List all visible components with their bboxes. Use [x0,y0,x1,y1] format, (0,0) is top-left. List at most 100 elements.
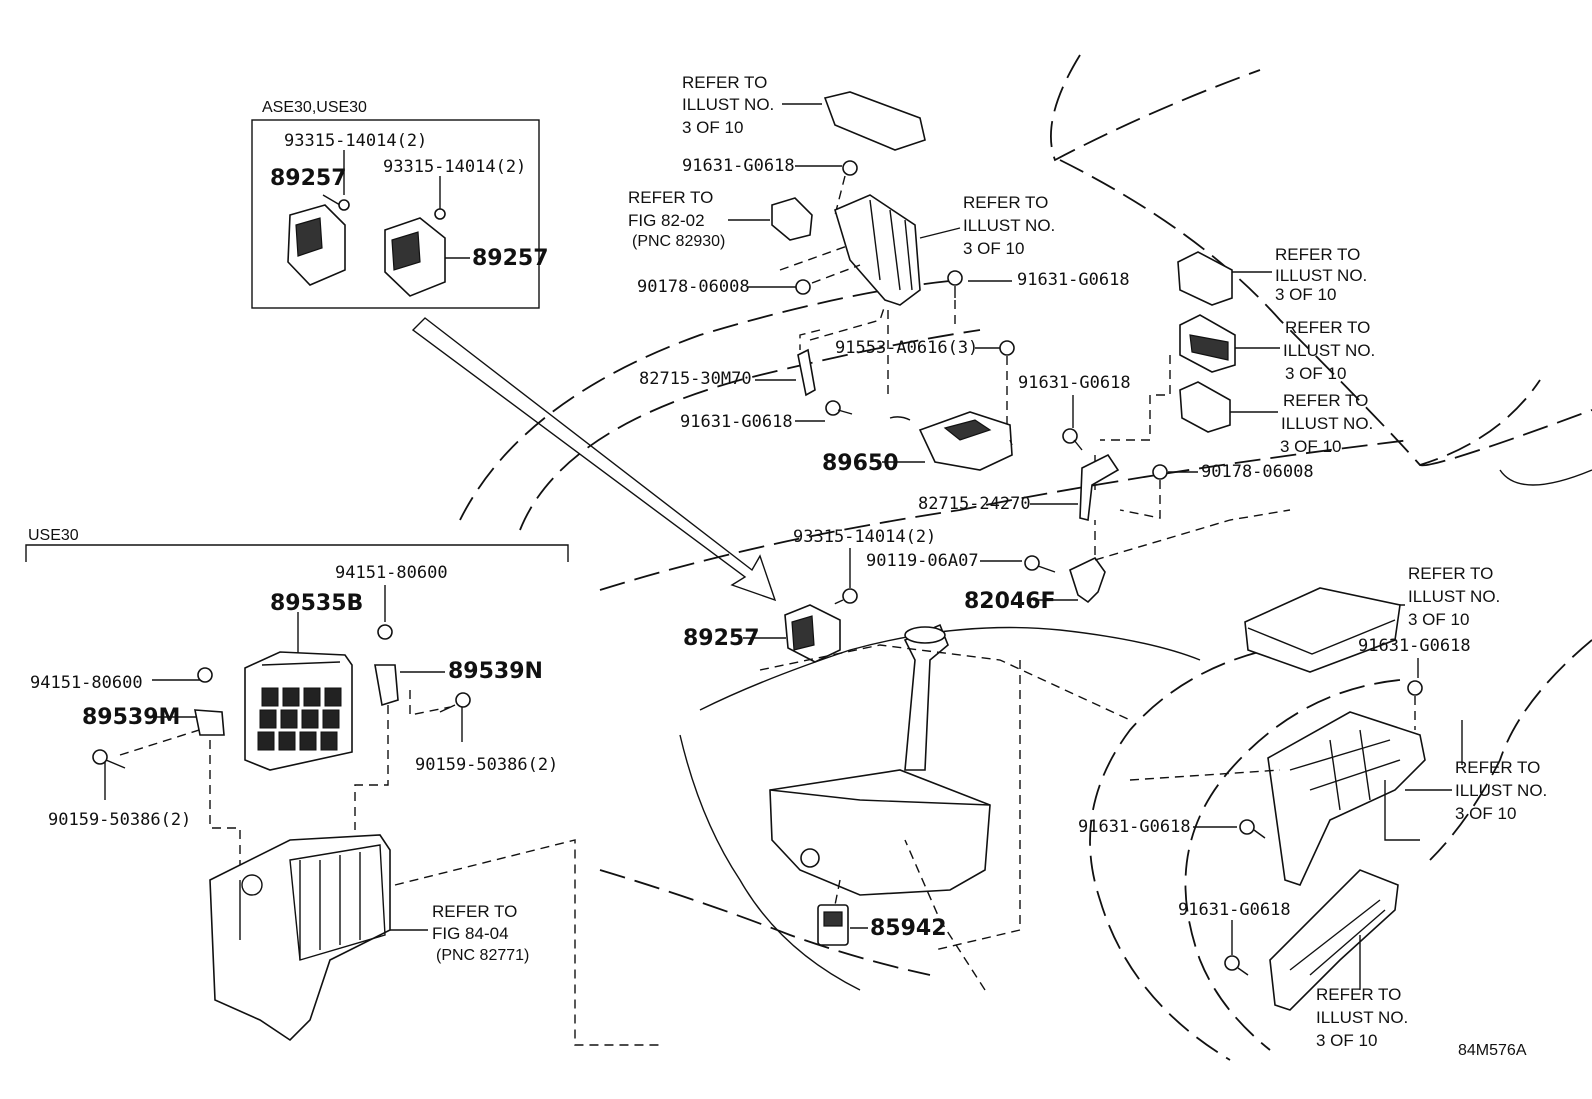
bolt-mid-label: 91631-G0618 [1017,270,1130,290]
refer-fuse-side-line3: 3 OF 10 [1455,804,1516,823]
screw-icon [999,340,1015,440]
refer-mid-line2: ILLUST NO. [963,216,1055,235]
refer-bottom-line3: 3 OF 10 [1316,1031,1377,1050]
bolt-low2-label: 91631-G0618 [1178,900,1291,920]
refer-fig-line1: REFER TO [628,188,713,207]
inset-part-right-label: 89257 [472,246,549,271]
refer-fuse-line3: 3 OF 10 [1408,610,1469,629]
bolt-fuse-label: 91631-G0618 [1358,636,1471,656]
bolt-left-label: 91631-G0618 [680,412,793,432]
use30-refer-line1: REFER TO [432,902,517,921]
bolt-right-mid-label: 91631-G0618 [1018,373,1131,393]
ecu-connector-cell [257,731,275,751]
ecu-connector-cell [320,731,338,751]
ecu-connector-cell [282,687,300,707]
fuse-box-lower [1267,711,1426,886]
bracket-82715-24270 [1079,453,1120,521]
refer-top-line2: ILLUST NO. [682,95,774,114]
bolt-icon [1062,428,1083,451]
figure-code: 84M576A [1458,1042,1527,1059]
refer-r3-line3: 3 OF 10 [1280,437,1341,456]
refer-bottom-line1: REFER TO [1316,985,1401,1004]
relay-module-right [384,208,446,297]
ecu-main-label: 89650 [822,451,899,476]
bolt-icon [92,749,126,769]
refer-fig-line2: FIG 82-02 [628,211,705,230]
sensor-85942 [817,904,849,946]
inset-use30-frame [25,544,569,562]
ecu-89650 [889,411,1013,471]
relay-bracket-assembly [834,194,921,306]
refer-r2-line2: ILLUST NO. [1283,341,1375,360]
inset-use30-title: USE30 [28,527,79,544]
relay-module-left [287,199,350,286]
nut-right-label: 90178-06008 [1201,462,1314,482]
use30-bolt-right-label: 90159-50386(2) [415,755,558,775]
refer-fuse-side-line1: REFER TO [1455,758,1540,777]
use30-ecu-label: 89535B [270,591,363,616]
bolt-icon [829,588,858,607]
main-assembly: REFER TO ILLUST NO. 3 OF 10 91631-G0618 … [628,73,1547,1050]
use30-refer-line2: FIG 84-04 [432,924,509,943]
inset-part-left-label: 89257 [270,166,347,191]
washer-tank [769,623,991,896]
inset-bolt-b-label: 93315-14014(2) [383,157,526,177]
bracket-82046f [1069,556,1106,604]
use30-bracket-right-label: 89539N [448,659,543,684]
bolt-low1-label: 91631-G0618 [1078,817,1191,837]
use30-bolt-left-label: 90159-50386(2) [48,810,191,830]
refer-fig-line3: (PNC 82930) [632,233,725,250]
refer-top-line1: REFER TO [682,73,767,92]
bolt-icon [1024,555,1056,573]
ecu-connector-cell [303,687,321,707]
nut-icon [197,667,213,683]
washer-filler-neck [903,623,949,771]
relay-base-r3 [1179,381,1231,433]
nut-icon [795,279,811,295]
nut-icon [377,624,393,640]
bolt-icon [1407,680,1423,730]
bolt-icon [1224,955,1249,976]
ecu-connector-cell [299,731,317,751]
refer-r1-line3: 3 OF 10 [1275,285,1336,304]
ecu-connector-cell [322,709,340,729]
refer-r1-line1: REFER TO [1275,245,1360,264]
refer-fuse-side-line2: ILLUST NO. [1455,781,1547,800]
relay-cover-r1 [1177,251,1233,306]
fuse-box-cover [1244,587,1401,673]
bracket-89539n [374,664,399,707]
refer-r2-line1: REFER TO [1285,318,1370,337]
ecu-connector-cell [280,709,298,729]
ecu-connector-cell [259,709,277,729]
refer-top-line3: 3 OF 10 [682,118,743,137]
ecu-cover-box [209,834,391,1042]
use30-nut-left-label: 94151-80600 [30,673,143,693]
screw-3-label: 91553-A0616(3) [835,338,978,358]
inset-ase30-title: ASE30,USE30 [262,99,367,116]
bracket-89539m [194,709,225,736]
use30-refer-line3: (PNC 82771) [436,947,529,964]
relay-cover-top [823,91,926,151]
bolt-icon [1239,819,1266,839]
sensor-label: 85942 [870,916,947,941]
bolt-93315-label: 93315-14014(2) [793,527,936,547]
bracket-82715-30m70 [797,348,816,397]
screw-icon [338,199,350,211]
ecu-89535b [244,651,353,771]
inset-use30: USE30 94151-80600 89535B 94151-80600 895… [25,527,660,1046]
refer-bottom-line2: ILLUST NO. [1316,1008,1408,1027]
refer-r3-line2: ILLUST NO. [1281,414,1373,433]
screw-icon [434,208,446,220]
inset-bolt-a-label: 93315-14014(2) [284,131,427,151]
nut-upper-label: 90178-06008 [637,277,750,297]
refer-r2-line3: 3 OF 10 [1285,364,1346,383]
bracket-82046-label: 82046F [964,589,1056,614]
bracket-270-label: 82715-24270 [918,494,1031,514]
fuse-box-bracket [1269,869,1399,1011]
relay-connector [771,197,813,241]
refer-r3-line1: REFER TO [1283,391,1368,410]
bracket-70-label: 82715-30M70 [639,369,752,389]
refer-fuse-line1: REFER TO [1408,564,1493,583]
use30-nut-top-label: 94151-80600 [335,563,448,583]
